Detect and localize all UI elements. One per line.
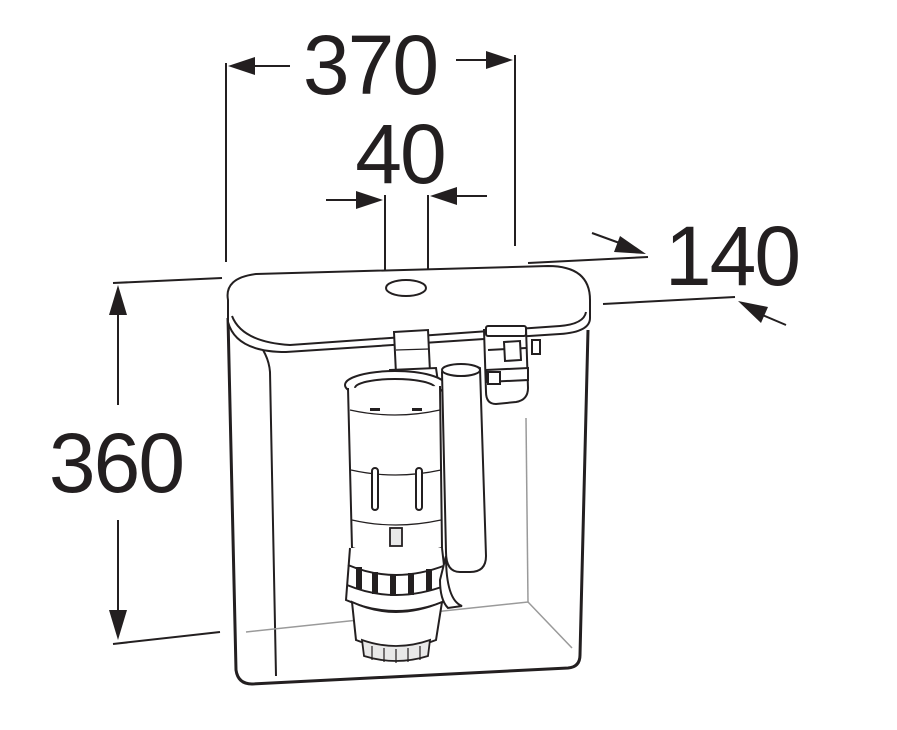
depth-extension-bottom <box>602 296 736 305</box>
tank-front-edge <box>235 321 277 677</box>
lid-edge-line <box>231 311 587 347</box>
float-valve <box>482 326 530 406</box>
depth-dim-line-bottom <box>759 313 787 326</box>
depth-dimension: 140 <box>527 209 801 326</box>
height-value: 360 <box>49 416 183 510</box>
height-extension-top <box>112 277 223 284</box>
valve-marker-2 <box>412 408 422 411</box>
valve-outlet-threads <box>371 646 421 663</box>
overflow-pipe <box>440 363 488 573</box>
height-arrow-top <box>109 285 127 315</box>
hole-arrow-left <box>356 191 383 209</box>
hole-arrow-right <box>430 187 457 205</box>
depth-extension-top <box>527 256 649 264</box>
valve-slot-right <box>415 467 423 511</box>
tank-inner-corner <box>525 417 529 603</box>
valve-stem <box>392 328 432 376</box>
valve-band-1 <box>349 409 441 416</box>
height-dimension: 360 <box>49 277 223 645</box>
float-valve-window <box>502 339 523 363</box>
fill-valve <box>438 325 541 610</box>
float-valve-clip <box>487 371 501 385</box>
valve-slot-left <box>371 467 379 511</box>
valve-band-3 <box>351 519 442 526</box>
valve-stem-line <box>395 348 430 351</box>
pipe-bend <box>438 555 463 610</box>
tank-outline <box>226 317 590 686</box>
height-arrow-bottom <box>109 610 127 640</box>
width-arrow-left <box>228 57 255 75</box>
valve-marker-1 <box>370 408 380 411</box>
overflow-pipe-top <box>441 363 481 377</box>
width-value: 370 <box>303 18 437 112</box>
valve-cage-ribs <box>356 567 432 596</box>
flush-hole <box>385 279 427 297</box>
depth-value: 140 <box>665 209 799 303</box>
float-valve-nozzle <box>531 339 541 355</box>
height-extension-bottom <box>112 631 221 645</box>
float-valve-cap <box>485 325 527 337</box>
depth-arrow-bottom <box>738 301 768 323</box>
hole-dimension: 40 <box>326 107 487 276</box>
valve-indicator <box>389 527 403 547</box>
flush-valve <box>344 328 450 663</box>
width-dimension: 370 <box>225 18 516 262</box>
width-arrow-right <box>486 51 513 69</box>
valve-band-2 <box>350 469 442 476</box>
depth-arrow-top <box>614 236 646 254</box>
hole-value: 40 <box>355 107 444 201</box>
